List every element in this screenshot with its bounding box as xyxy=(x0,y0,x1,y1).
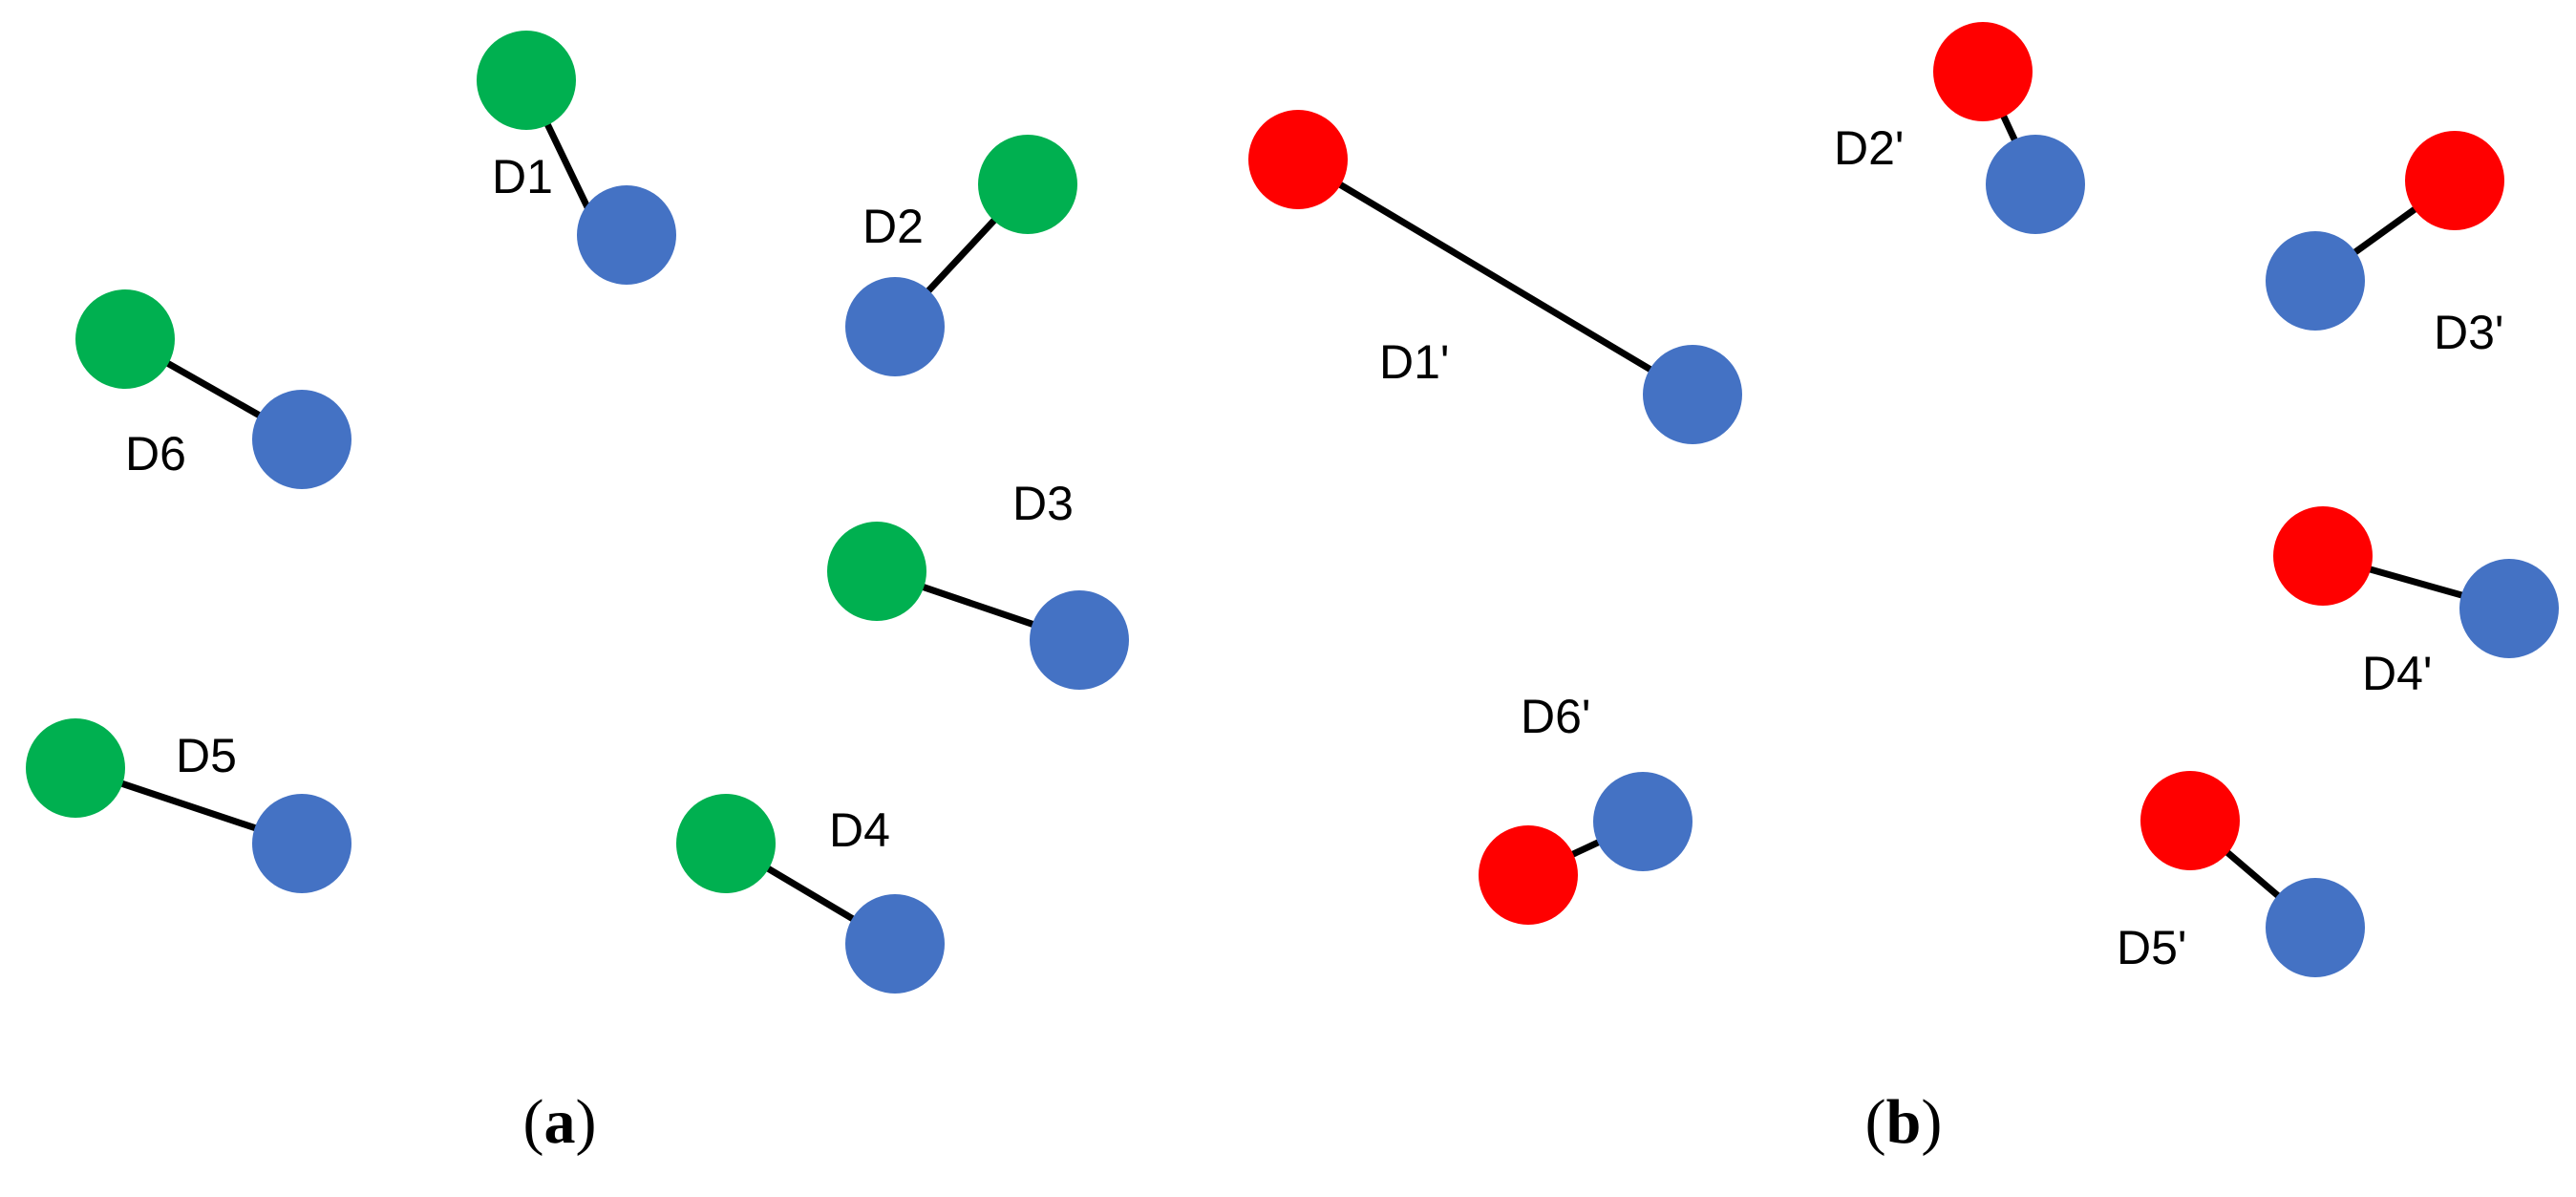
blue-atom-d6 xyxy=(252,390,351,489)
bond-d1p xyxy=(1296,156,1694,398)
blue-atom-d6p xyxy=(1593,772,1692,871)
label-d4: D4 xyxy=(829,803,890,857)
blue-atom-d5p xyxy=(2266,878,2365,977)
label-d3: D3 xyxy=(1012,477,1074,530)
red-atom-d5p xyxy=(2140,771,2240,870)
dipole-d4p: D4' xyxy=(2273,506,2559,700)
dipole-d4: D4 xyxy=(676,794,945,994)
blue-atom-d4 xyxy=(845,894,945,994)
green-atom-d1 xyxy=(477,31,576,130)
dipole-d2p: D2' xyxy=(1834,22,2085,234)
label-d1p: D1' xyxy=(1379,335,1449,389)
red-atom-d6p xyxy=(1479,825,1578,925)
label-d5p: D5' xyxy=(2117,921,2186,974)
blue-atom-d3p xyxy=(2266,231,2365,331)
green-atom-d6 xyxy=(75,289,175,389)
red-atom-d3p xyxy=(2405,131,2504,230)
dipole-d1: D1 xyxy=(477,31,676,285)
panel-label-b: (b) xyxy=(1865,1087,1943,1157)
dipole-d5p: D5' xyxy=(2117,771,2365,977)
red-atom-d1p xyxy=(1248,110,1348,209)
blue-atom-d5 xyxy=(252,794,351,893)
panel-a: D1 D2 D3 D4 D5 xyxy=(26,31,1129,1157)
label-d6: D6 xyxy=(125,427,186,481)
green-atom-d2 xyxy=(978,135,1077,234)
green-atom-d3 xyxy=(827,522,926,621)
label-d6p: D6' xyxy=(1521,690,1590,743)
dipole-d6p: D6' xyxy=(1479,690,1692,925)
label-d4p: D4' xyxy=(2362,647,2432,700)
dipole-d5: D5 xyxy=(26,718,351,893)
dipole-d6: D6 xyxy=(75,289,351,489)
dipole-d1p: D1' xyxy=(1248,110,1742,444)
blue-atom-d4p xyxy=(2459,559,2559,658)
dipole-d3p: D3' xyxy=(2266,131,2504,359)
dipole-d2: D2 xyxy=(845,135,1077,376)
label-d2p: D2' xyxy=(1834,121,1904,175)
panel-b: D1' D2' D3' D4' D5' xyxy=(1248,22,2559,1157)
red-atom-d2p xyxy=(1933,22,2033,121)
label-d1: D1 xyxy=(492,150,553,203)
blue-atom-d1 xyxy=(577,185,676,285)
label-d3p: D3' xyxy=(2434,306,2503,359)
panel-letter-b: b xyxy=(1886,1087,1922,1157)
panel-label-a: (a) xyxy=(523,1087,597,1157)
blue-atom-d3 xyxy=(1030,590,1129,690)
panel-letter-a: a xyxy=(544,1087,576,1157)
dipole-d3: D3 xyxy=(827,477,1129,690)
label-d5: D5 xyxy=(176,729,237,782)
green-atom-d5 xyxy=(26,718,125,818)
blue-atom-d2 xyxy=(845,277,945,376)
blue-atom-d1p xyxy=(1643,345,1742,444)
green-atom-d4 xyxy=(676,794,776,893)
red-atom-d4p xyxy=(2273,506,2373,606)
label-d2: D2 xyxy=(862,200,924,253)
blue-atom-d2p xyxy=(1986,135,2085,234)
